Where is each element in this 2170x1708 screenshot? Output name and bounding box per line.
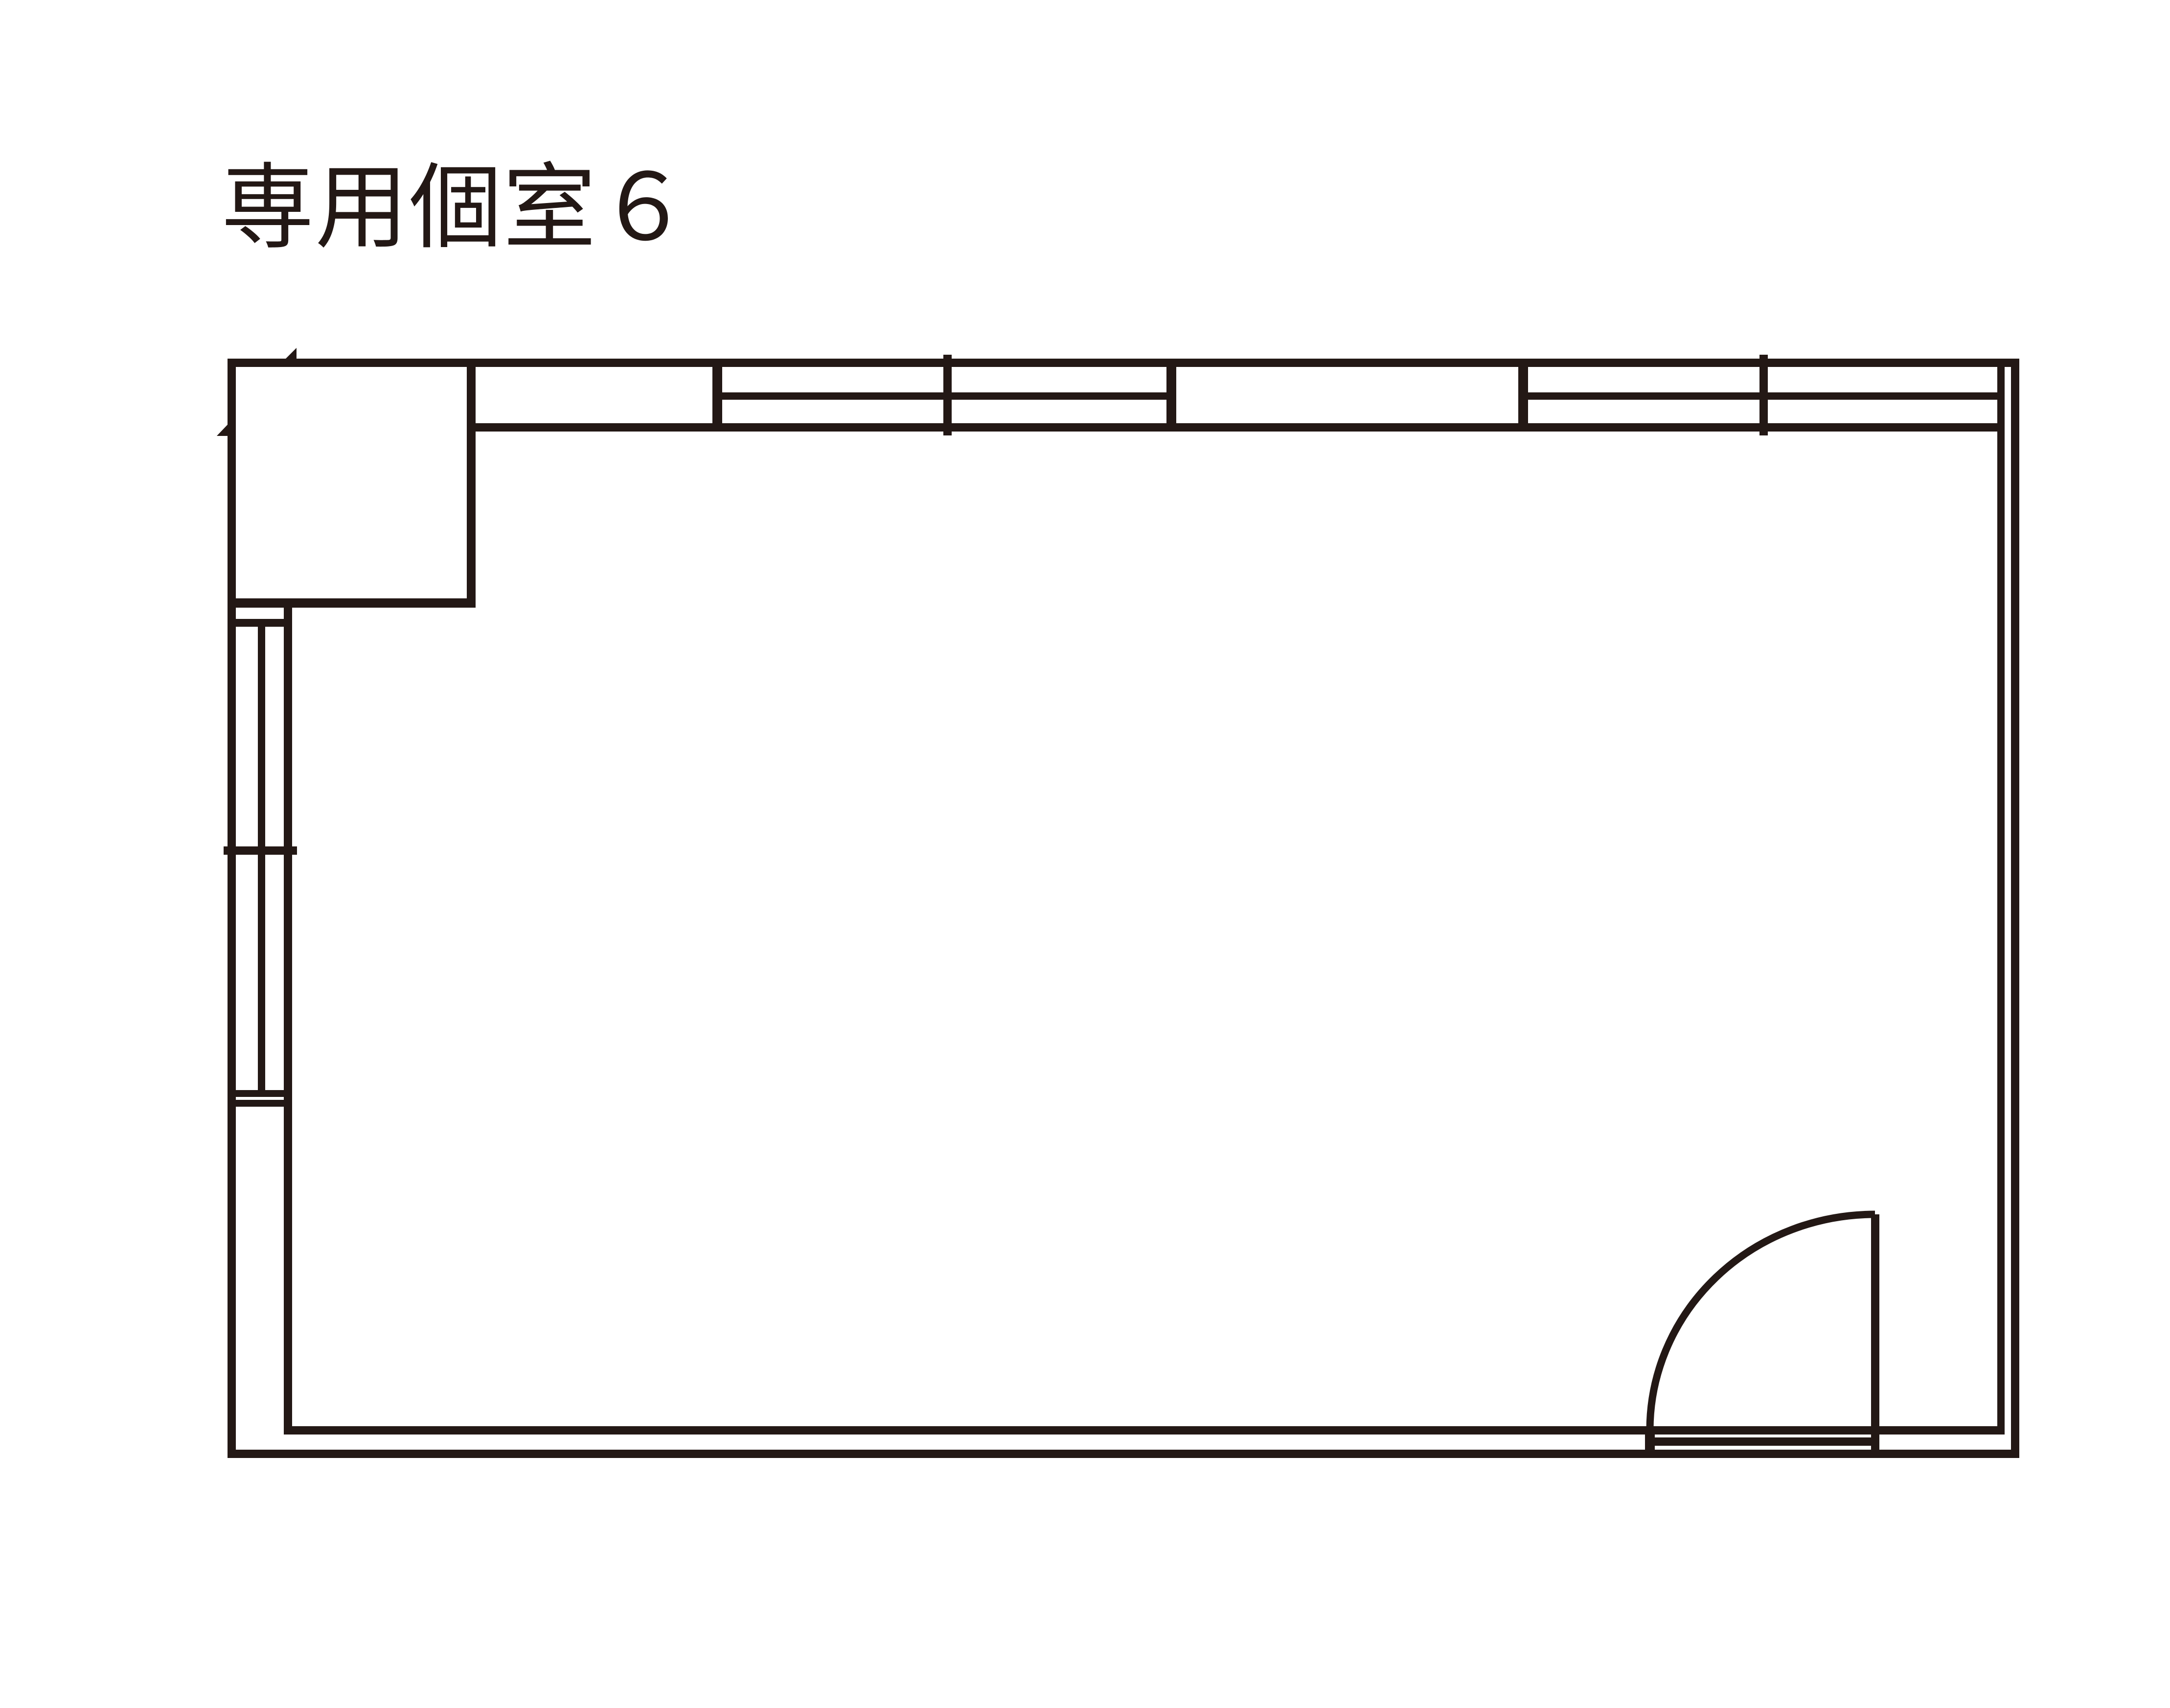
left-wall-inner-line [284,608,292,1426]
door-left-jamb [1645,1426,1655,1458]
corner-box-right-line [467,359,476,608]
left-window-bottom-frame-2 [236,1100,284,1107]
top-edge-notch [285,348,297,359]
top-window-1-frame-left [712,367,722,423]
top-window-2-frame-left [1518,367,1528,423]
door-threshold-line [1655,1437,1871,1446]
top-wall-inner-line [467,423,2005,432]
top-wall-outer-line [228,359,2019,367]
top-window-1-frame-right [1166,367,1176,423]
left-window-glass-line [258,627,265,1090]
left-edge-notch [217,425,228,436]
right-wall-outer-line [2011,359,2019,1458]
bottom-wall-inner-line [284,1426,2005,1435]
door-swing-arc [1646,1210,1875,1431]
left-window-bottom-frame-1 [236,1090,284,1097]
left-window-top-frame [236,619,284,627]
top-window-1-mullion-tick [943,355,952,435]
door-leaf [1871,1214,1879,1458]
room-title: 専用個室６ [221,156,691,260]
corner-box-bottom-line [228,598,476,608]
top-window-2-mullion-tick [1759,355,1768,435]
left-window-mullion-tick [224,846,297,855]
bottom-wall-outer-line [228,1450,2019,1458]
right-wall-inner-line [1997,367,2005,1435]
left-wall-outer-line [228,359,236,1458]
door-swing-arc-path [1646,1210,1875,1431]
